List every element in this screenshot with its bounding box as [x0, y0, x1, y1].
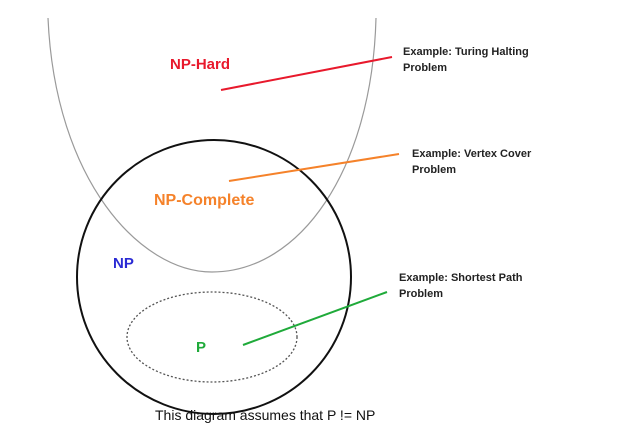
np-hard-example-line1: Example: Turing Halting — [403, 46, 529, 58]
np-complete-label: NP-Complete — [154, 192, 255, 209]
np-hard-example-pointer — [220, 56, 393, 91]
np-hard-example-line2: Problem — [403, 62, 447, 74]
p-example-line1: Example: Shortest Path — [399, 272, 523, 284]
p-example-pointer — [242, 291, 388, 346]
p-label: P — [196, 339, 206, 356]
p-example-line2: Problem — [399, 288, 443, 300]
np-label: NP — [113, 255, 134, 272]
np-complete-example-line2: Problem — [412, 164, 456, 176]
np-hard-boundary — [47, 17, 377, 273]
np-circle — [76, 139, 352, 415]
diagram-caption: This diagram assumes that P != NP — [155, 407, 375, 423]
np-hard-label: NP-Hard — [170, 56, 230, 73]
p-ellipse — [126, 291, 298, 383]
np-complete-example-line1: Example: Vertex Cover — [412, 148, 532, 160]
np-complete-example-pointer — [228, 153, 400, 182]
